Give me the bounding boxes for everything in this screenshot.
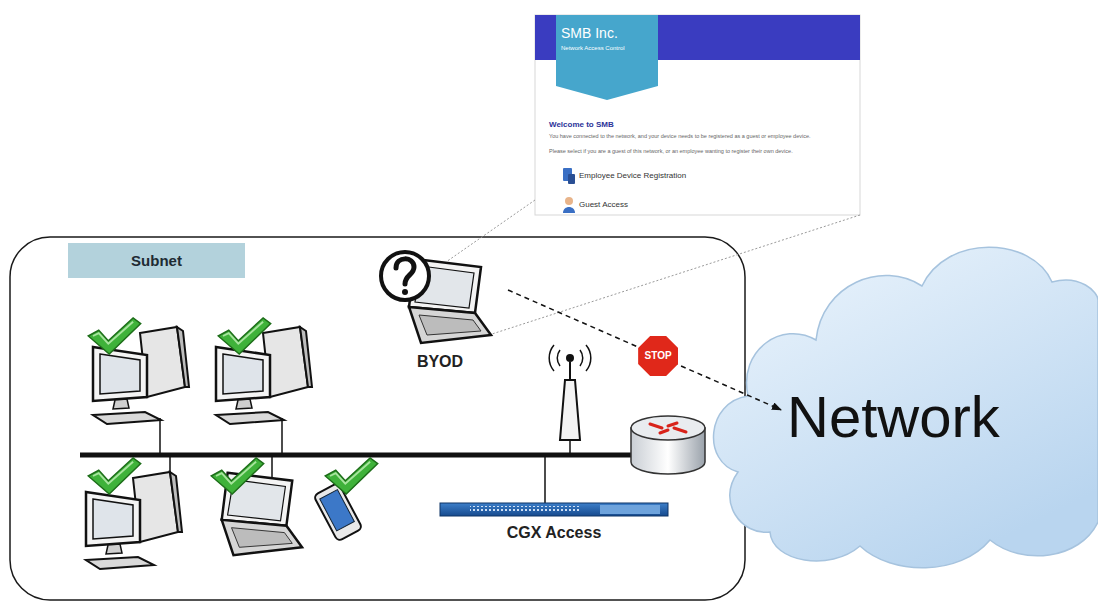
byod-device: BYOD bbox=[372, 245, 508, 377]
portal-subtitle: Network Access Control bbox=[561, 45, 625, 51]
subnet-region: SubnetBYOD CGX Access bbox=[10, 237, 745, 600]
menu-item: Guest Access bbox=[579, 200, 839, 209]
portal-title: SMB Inc. bbox=[561, 25, 618, 41]
network-cloud: Network bbox=[705, 225, 1098, 570]
stop-sign: STOP bbox=[638, 336, 678, 376]
welcome-heading: Welcome to SMB bbox=[549, 120, 614, 129]
welcome-text: You have connected to the network, and y… bbox=[549, 133, 845, 140]
cloud-label: Network bbox=[787, 383, 1000, 450]
subnet-label: Subnet bbox=[68, 243, 245, 278]
appliance: CGX Access bbox=[440, 500, 668, 546]
appliance-label: CGX Access bbox=[454, 524, 654, 542]
menu-item: Employee Device Registration bbox=[579, 171, 839, 180]
blocked-connection bbox=[508, 290, 781, 410]
device-label: BYOD bbox=[372, 353, 508, 371]
welcome-text: Please select if you are a guest of this… bbox=[549, 148, 845, 155]
portal-window: SMB Inc. Network Access ControlWelcome to… bbox=[535, 15, 860, 215]
